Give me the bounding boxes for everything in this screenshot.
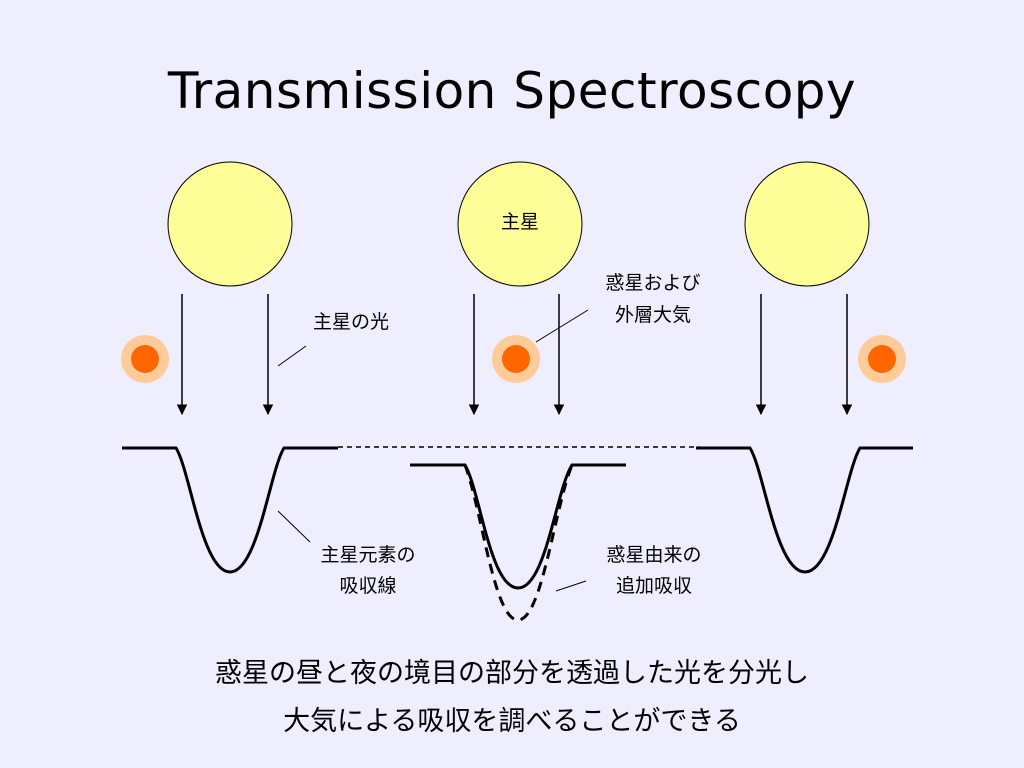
callout-planet-absorption bbox=[555, 580, 587, 592]
label-planet-absorption-1: 惑星由来の bbox=[606, 544, 701, 566]
label-planet-atmosphere-1: 惑星および bbox=[605, 272, 700, 294]
label-stellar-absorption-1: 主星元素の bbox=[320, 544, 415, 566]
label-planet-absorption-2: 追加吸収 bbox=[616, 575, 692, 597]
star-center-label: 主星 bbox=[501, 211, 539, 233]
spectrum-center bbox=[410, 463, 626, 590]
planet-left bbox=[121, 335, 169, 383]
label-stellar-absorption-2: 吸収線 bbox=[339, 575, 396, 597]
callout-planet-atmosphere bbox=[535, 309, 589, 343]
callout-star-light bbox=[277, 345, 307, 367]
star-left bbox=[167, 161, 293, 287]
caption-line-2: 大気による吸収を調べることができる bbox=[283, 706, 741, 737]
callout-stellar-absorption bbox=[277, 510, 311, 543]
star-right bbox=[744, 161, 870, 287]
label-planet-atmosphere-2: 外層大気 bbox=[615, 304, 691, 326]
slide-title: Transmission Spectroscopy bbox=[167, 62, 857, 120]
caption-line-1: 惑星の昼と夜の境目の部分を透過した光を分光し bbox=[215, 658, 809, 689]
spectrum-right bbox=[696, 446, 913, 574]
spectrum-left bbox=[122, 446, 338, 574]
spectrum-center-planet-absorption bbox=[463, 464, 574, 622]
label-star-light: 主星の光 bbox=[313, 311, 389, 333]
star-center bbox=[457, 161, 583, 287]
planet-center bbox=[492, 335, 540, 383]
planet-right bbox=[858, 335, 906, 383]
